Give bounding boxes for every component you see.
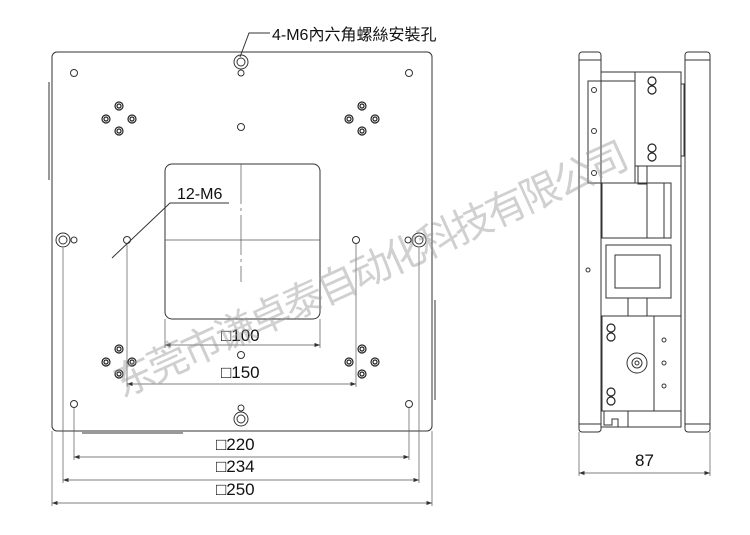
cluster-hole xyxy=(359,103,365,109)
hole-clusters xyxy=(101,101,380,379)
watermark: 东莞市谦卓泰自动化科技有限公司 xyxy=(107,133,636,407)
corner-hole xyxy=(70,69,78,77)
cluster-hole xyxy=(129,359,135,365)
dimension-150: □150 xyxy=(126,244,357,387)
cluster-hole xyxy=(346,359,352,365)
m6-leader xyxy=(111,202,229,259)
carriage-frame xyxy=(600,71,682,428)
dimension-250-label: □250 xyxy=(216,480,255,499)
cluster-hole xyxy=(359,128,365,134)
cluster-hole xyxy=(116,346,122,352)
cluster-hole xyxy=(103,116,109,122)
center-hole xyxy=(237,123,245,131)
cluster-hole xyxy=(116,128,122,134)
lead-screw xyxy=(627,297,648,317)
mount-holes-leader xyxy=(239,32,270,58)
corner-hole xyxy=(405,400,413,408)
dimension-100: □100 xyxy=(164,319,321,348)
cluster-hole xyxy=(372,359,378,365)
center-window xyxy=(164,163,321,320)
cluster-hole xyxy=(103,359,109,365)
cluster-hole xyxy=(116,371,122,377)
cluster-hole xyxy=(359,371,365,377)
mount-hole-top xyxy=(233,54,249,77)
left-rail xyxy=(578,51,602,433)
corner-hole xyxy=(70,400,78,408)
m6-hole xyxy=(123,236,131,244)
m6-hole xyxy=(352,236,360,244)
mount-holes-label: 4-M6內六角螺絲安裝孔 xyxy=(272,26,436,44)
coupling-block xyxy=(601,182,672,239)
center-hole xyxy=(237,351,245,359)
dimension-250: □250 xyxy=(51,431,433,506)
m6-label: 12-M6 xyxy=(177,186,222,203)
mount-hole-bottom xyxy=(233,404,249,427)
cluster-hole xyxy=(359,346,365,352)
cluster-hole xyxy=(372,116,378,122)
dimension-220: □220 xyxy=(73,408,410,460)
cluster-hole xyxy=(346,116,352,122)
mount-hole-right xyxy=(404,232,427,248)
dimension-100-label: □100 xyxy=(221,326,260,345)
dimension-234-label: □234 xyxy=(216,457,255,476)
bottom-bracket xyxy=(603,411,629,428)
upper-bearing-block xyxy=(634,71,682,167)
dimension-220-label: □220 xyxy=(216,435,255,454)
cluster-hole xyxy=(116,103,122,109)
right-rail xyxy=(684,51,711,433)
cluster-hole xyxy=(129,116,135,122)
dimension-150-label: □150 xyxy=(221,363,260,382)
corner-hole xyxy=(405,69,413,77)
dimension-87: 87 xyxy=(578,432,711,476)
side-view: 87 xyxy=(578,51,711,476)
dimension-87-label: 87 xyxy=(635,451,654,470)
upper-screw xyxy=(637,165,648,185)
dimension-234: □234 xyxy=(62,248,420,483)
rail-hole xyxy=(585,267,591,273)
mount-hole-left xyxy=(55,232,78,248)
front-view: 4-M6內六角螺絲安裝孔 12-M6 □100 □150 □220 □234 □ xyxy=(48,26,436,506)
stepper-motor xyxy=(605,244,672,299)
